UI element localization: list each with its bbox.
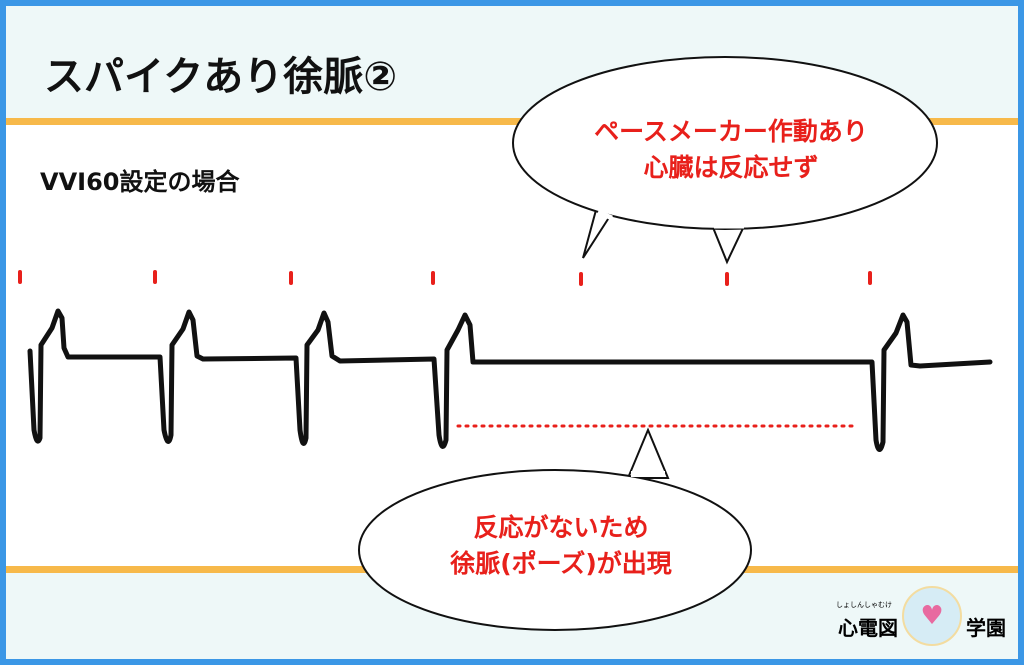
- heart-badge-icon: ♥: [902, 586, 962, 646]
- speech-bubble-bottom: [358, 427, 752, 631]
- slide-title: スパイクあり徐脈②: [44, 54, 398, 100]
- slide: スパイクあり徐脈② VVI60設定の場合 ペースメーカー作動あり 心臓は反応せず: [6, 6, 1018, 659]
- bubble-top-line2: 心臓は反応せず: [643, 153, 819, 182]
- logo-ruby: しょしんしゃむけ: [836, 601, 892, 609]
- bubble-bottom-line1: 反応がないため: [473, 513, 649, 542]
- bubble-bottom-line2: 徐脈(ポーズ)が出現: [450, 549, 672, 578]
- logo-text-left: 心電図: [838, 616, 898, 640]
- logo-text-right: 学園: [966, 616, 1006, 640]
- bubble-top-text: ペースメーカー作動あり 心臓は反応せず: [526, 114, 936, 186]
- subtitle: VVI60設定の場合: [40, 168, 240, 196]
- logo: しょしんしゃむけ 心電図 ♥ 学園: [832, 582, 1016, 657]
- ecg-trace: [27, 308, 993, 452]
- top-divider: [6, 118, 1018, 125]
- ecg-diagram: [18, 56, 993, 631]
- speech-bubble-top: [512, 56, 938, 265]
- pacing-spikes: [18, 270, 872, 286]
- bubble-bottom-text: 反応がないため 徐脈(ポーズ)が出現: [366, 510, 756, 582]
- bubble-top-line1: ペースメーカー作動あり: [594, 117, 868, 146]
